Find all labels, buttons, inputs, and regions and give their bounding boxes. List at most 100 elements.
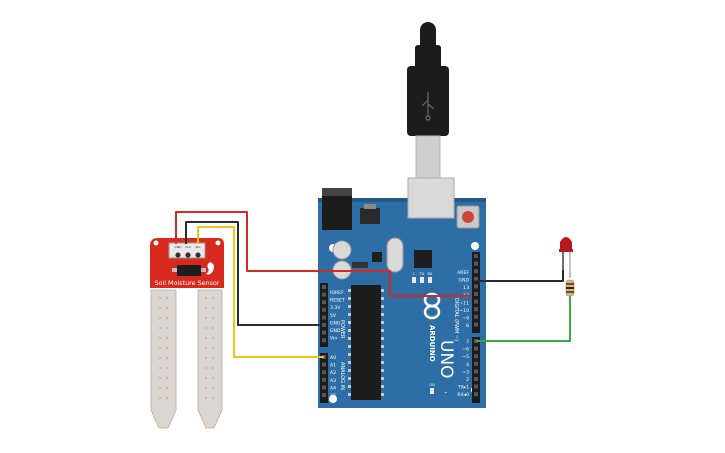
mcu-pin bbox=[381, 369, 384, 372]
mcu-pin bbox=[381, 345, 384, 348]
header-hole[interactable] bbox=[322, 292, 326, 297]
header-hole[interactable] bbox=[474, 284, 478, 289]
atmega-microcontroller bbox=[351, 285, 381, 400]
mcu-pin bbox=[348, 305, 351, 308]
sensor-resistor bbox=[172, 268, 177, 272]
voltage-regulator-tab bbox=[364, 204, 376, 209]
header-hole[interactable] bbox=[474, 392, 478, 397]
header-hole[interactable] bbox=[474, 354, 478, 359]
probe-dot bbox=[166, 347, 168, 349]
probe-dot bbox=[205, 307, 207, 309]
pin-label: A2 bbox=[330, 370, 336, 376]
sensor-pin-label: VCC bbox=[185, 245, 191, 249]
mcu-pin bbox=[348, 329, 351, 332]
sensor-transistor bbox=[177, 265, 201, 276]
mcu-pin bbox=[381, 289, 384, 292]
header-hole[interactable] bbox=[322, 385, 326, 390]
header-hole[interactable] bbox=[474, 322, 478, 327]
pin-label: GND bbox=[458, 278, 469, 284]
resistor[interactable] bbox=[565, 279, 575, 297]
mcu-pin bbox=[381, 353, 384, 356]
capacitor bbox=[332, 240, 352, 260]
header-hole[interactable] bbox=[474, 384, 478, 389]
probe-dot bbox=[212, 357, 214, 359]
wire-yellow-sig-to-a0[interactable] bbox=[197, 226, 324, 358]
header-hole[interactable] bbox=[474, 261, 478, 266]
header-hole[interactable] bbox=[322, 393, 326, 397]
pin-label: ~5 bbox=[462, 354, 469, 360]
mcu-pin bbox=[348, 361, 351, 364]
led-body bbox=[560, 237, 572, 250]
pin-label: 13 bbox=[463, 285, 469, 291]
header-hole[interactable] bbox=[322, 323, 326, 327]
mcu-pin bbox=[348, 377, 351, 380]
power-header bbox=[320, 283, 328, 347]
header-hole[interactable] bbox=[474, 307, 478, 312]
pin-label: TX▸1 bbox=[457, 385, 469, 391]
pin-label: Vin bbox=[330, 336, 337, 342]
pin-label: 5V bbox=[330, 313, 337, 319]
header-hole[interactable] bbox=[322, 330, 326, 335]
pin-label: A4 bbox=[330, 385, 336, 391]
pin-label: ~10 bbox=[459, 308, 469, 314]
probe-dot bbox=[159, 347, 161, 349]
smd-chip bbox=[372, 252, 382, 262]
probe-dot bbox=[166, 397, 168, 399]
pin-label: 2 bbox=[466, 377, 469, 383]
probe-dot bbox=[159, 377, 161, 379]
sensor-pin-hole bbox=[195, 252, 201, 258]
probe-dot bbox=[205, 337, 207, 339]
status-led bbox=[428, 277, 432, 283]
sensor-resistor bbox=[201, 268, 206, 272]
pin-label: 8 bbox=[466, 323, 469, 329]
pin-label: ~11 bbox=[459, 300, 469, 306]
header-hole[interactable] bbox=[474, 361, 478, 366]
reset-button-cap[interactable] bbox=[462, 211, 474, 223]
sensor-probe-right bbox=[197, 289, 223, 429]
header-hole[interactable] bbox=[474, 292, 478, 296]
model-label: UNO bbox=[436, 340, 456, 379]
mcu-pin bbox=[381, 393, 384, 396]
status-led-label: TX bbox=[419, 272, 425, 276]
pin-label: RX◂0 bbox=[457, 392, 469, 398]
wire-red-vcc-to-5v[interactable] bbox=[175, 211, 472, 297]
probe-dot bbox=[159, 327, 161, 329]
mcu-pin bbox=[381, 337, 384, 340]
probe-dot bbox=[159, 367, 161, 369]
probe-dot bbox=[205, 367, 207, 369]
wire-black-gnd-to-gnd[interactable] bbox=[185, 221, 320, 326]
header-hole[interactable] bbox=[474, 377, 478, 381]
header-hole[interactable] bbox=[322, 362, 326, 367]
red-led[interactable] bbox=[559, 237, 573, 278]
header-hole[interactable] bbox=[474, 269, 478, 274]
header-hole[interactable] bbox=[322, 285, 326, 289]
header-hole[interactable] bbox=[474, 346, 478, 351]
header-hole[interactable] bbox=[322, 300, 326, 305]
header-hole[interactable] bbox=[474, 369, 478, 374]
header-hole[interactable] bbox=[474, 314, 478, 319]
mcu-pin bbox=[381, 313, 384, 316]
header-hole[interactable] bbox=[322, 370, 326, 375]
mcu-pin bbox=[348, 353, 351, 356]
probe-dot bbox=[212, 317, 214, 319]
probe-dot bbox=[166, 337, 168, 339]
header-hole[interactable] bbox=[474, 276, 478, 281]
mcu-pin bbox=[381, 385, 384, 388]
wire-black-gnd-to-led[interactable] bbox=[476, 252, 564, 282]
probe-dot bbox=[166, 307, 168, 309]
header-hole[interactable] bbox=[322, 315, 326, 320]
mcu-pin bbox=[348, 297, 351, 300]
mounting-hole bbox=[471, 242, 479, 250]
header-hole[interactable] bbox=[322, 307, 326, 312]
header-hole[interactable] bbox=[322, 377, 326, 382]
probe-dot bbox=[212, 377, 214, 379]
header-hole[interactable] bbox=[322, 338, 326, 343]
header-hole[interactable] bbox=[474, 299, 478, 304]
sensor-pin-label: GND bbox=[175, 245, 183, 249]
wire-green-pin7-to-resistor[interactable] bbox=[476, 296, 571, 342]
header-hole[interactable] bbox=[474, 254, 478, 258]
